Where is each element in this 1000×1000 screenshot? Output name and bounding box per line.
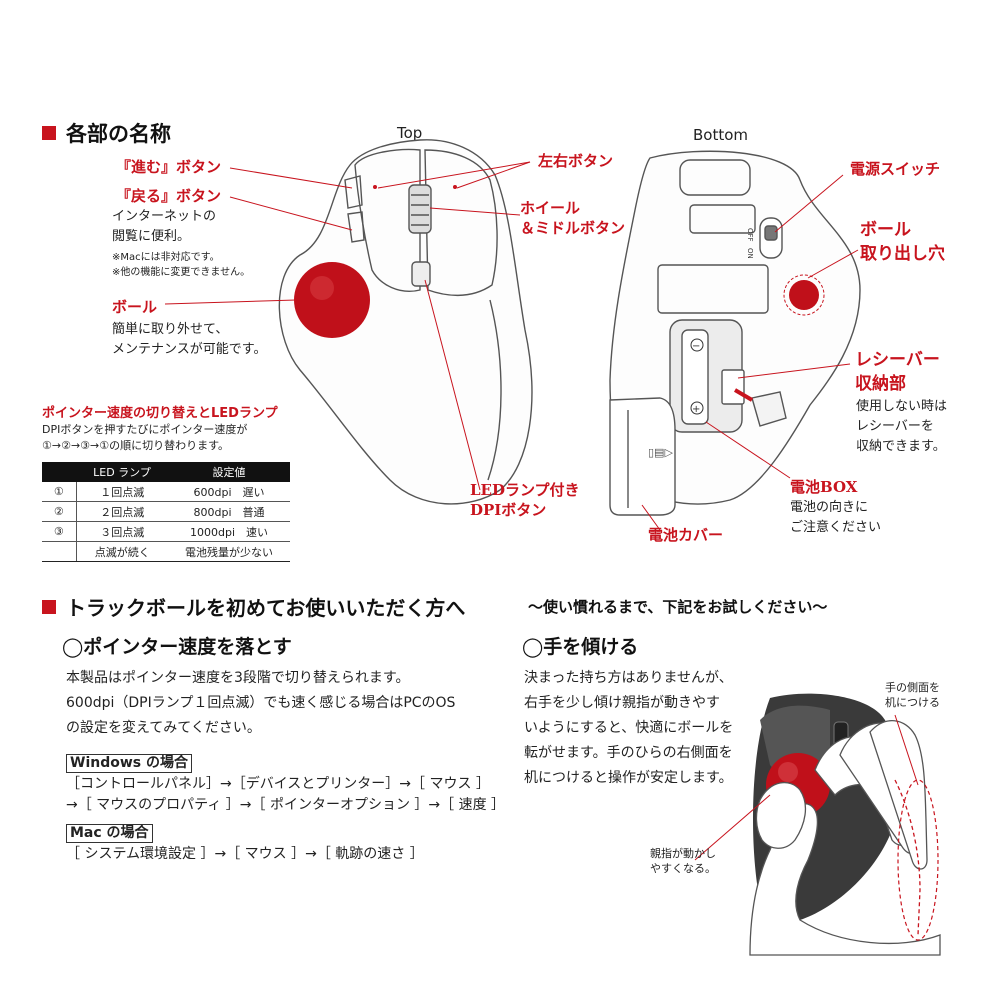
hand-on-mouse-illustration xyxy=(694,693,941,956)
red-square-icon xyxy=(42,599,56,614)
top-view-label: Top xyxy=(397,124,423,142)
table-row: ③ ３回点滅 1000dpi 速い xyxy=(42,521,290,542)
label-lr-buttons: 左右ボタン xyxy=(538,152,614,170)
lower-speed-text: 本製品はポインター速度を3段階で切り替えられます。 600dpi（DPIランプ１… xyxy=(66,670,456,736)
insert-arrow-icon xyxy=(733,388,754,402)
label-wheel: ホイール ＆ミドルボタン xyxy=(520,199,626,237)
switch-on-label: ON xyxy=(746,248,754,259)
windows-label: Windows の場合 xyxy=(66,752,192,773)
pointer-speed-title: ポインター速度の切り替えとLEDランプ xyxy=(42,406,278,421)
svg-text:−: − xyxy=(692,341,700,352)
pointer-speed-desc: DPIボタンを押すたびにポインター速度が ①→②→③→①の順に切り替わります。 xyxy=(42,423,248,452)
section-subtitle: ～使い慣れるまで、下記をお試しください～ xyxy=(528,598,828,616)
table-row: 点滅が続く 電池残量が少ない xyxy=(42,541,290,562)
receiver-note: 使用しない時は レシーバーを 収納できます。 xyxy=(856,399,948,454)
heading-tilt-hand: ◯手を傾ける xyxy=(522,636,639,658)
mac-label: Mac の場合 xyxy=(66,822,153,843)
top-leader-lines xyxy=(164,161,531,491)
section-title-parts: 各部の名称 xyxy=(42,118,171,148)
red-square-icon xyxy=(42,126,56,140)
tilt-hand-text: 決まった持ち方はありませんが、 右手を少し傾け親指が動きやす いようにすると、快… xyxy=(524,670,734,786)
ball-note: 簡単に取り外せて、 メンテナンスが可能です。 xyxy=(112,322,267,357)
label-battery-cover: 電池カバー xyxy=(648,526,724,544)
mac-path: ［ システム環境設定 ］→［ マウス ］→［ 軌跡の速さ ］ xyxy=(66,846,424,862)
bottom-view-mouse xyxy=(609,150,861,516)
side-note: 手の側面を 机につける xyxy=(885,681,940,709)
label-ball: ボール xyxy=(112,298,158,316)
label-dpi-button: LEDランプ付き DPIボタン xyxy=(470,481,580,519)
led-table: LED ランプ 設定値 ① １回点滅 600dpi 遅い ② ２回点滅 800d… xyxy=(42,462,290,562)
label-forward-button: 『進む』ボタン xyxy=(116,158,222,176)
table-row: ② ２回点滅 800dpi 普通 xyxy=(42,501,290,522)
trackball-icon xyxy=(294,262,370,338)
svg-text:+: + xyxy=(692,404,700,415)
led-header: LED ランプ xyxy=(76,462,168,482)
heading-lower-speed: ◯ポインター速度を落とす xyxy=(62,636,292,658)
label-receiver: レシーバー 収納部 xyxy=(855,350,940,394)
battery-note: 電池の向きに ご注意ください xyxy=(790,500,882,535)
label-back-button: 『戻る』ボタン xyxy=(116,187,222,205)
table-row: ① １回点滅 600dpi 遅い xyxy=(42,482,290,502)
label-power-switch: 電源スイッチ xyxy=(850,160,941,178)
switch-off-label: OFF xyxy=(746,228,754,242)
browse-note: インターネットの 閲覧に便利。 xyxy=(112,209,217,244)
thumb-note: 親指が動かし やすくなる。 xyxy=(650,847,716,875)
bottom-view-label: Bottom xyxy=(693,126,749,144)
parts-diagram: − + ▯▤▷ xyxy=(164,139,861,531)
setting-header: 設定値 xyxy=(168,462,290,482)
label-battery-box: 電池BOX xyxy=(790,478,858,496)
section-title-beginners: トラックボールを初めてお使いいただく方へ xyxy=(42,592,465,621)
bottom-leader-lines xyxy=(641,174,859,531)
mac-notes: ※Macには非対応です。 ※他の機能に変更できません。 xyxy=(112,252,251,278)
battery-cover-icon: ▯▤▷ xyxy=(648,446,673,459)
windows-path: ［コントロールパネル］→［デバイスとプリンター］→［ マウス ］ →［ マウスの… xyxy=(66,776,506,813)
top-view-mouse xyxy=(278,139,533,505)
label-ball-hole: ボール 取り出し穴 xyxy=(860,220,945,264)
